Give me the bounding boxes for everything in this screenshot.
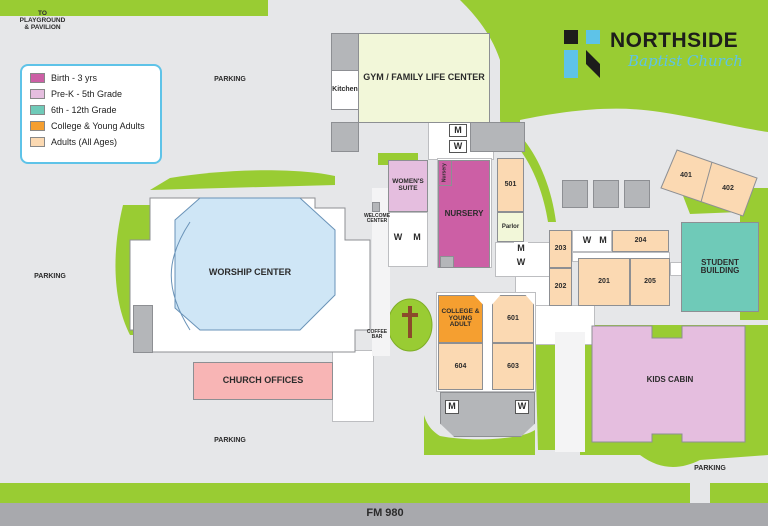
- restroom-men-600: M: [445, 400, 459, 414]
- restroom-women-suite: W: [390, 230, 406, 245]
- legend-item-students: 6th - 12th Grade: [30, 102, 152, 118]
- legend-item-prek: Pre-K - 5th Grade: [30, 86, 152, 102]
- legend-item-adults: Adults (All Ages): [30, 134, 152, 150]
- legend-swatch: [30, 137, 45, 147]
- walkway-south: [332, 350, 374, 422]
- legend-swatch: [30, 105, 45, 115]
- playground-pavilion-label: TO PLAYGROUND & PAVILION: [19, 10, 66, 31]
- legend-item-birth: Birth - 3 yrs: [30, 70, 152, 86]
- worship-center-label: WORSHIP CENTER: [208, 267, 292, 277]
- welcome-center-label: WELCOME CENTER: [363, 213, 391, 225]
- parking-label-south: PARKING: [214, 437, 246, 444]
- kids-cabin-building: [591, 325, 746, 443]
- room-401: 401: [680, 172, 692, 179]
- legend-label: College & Young Adults: [51, 121, 145, 131]
- legend-label: Pre-K - 5th Grade: [51, 89, 123, 99]
- restroom-women-gym: W: [449, 140, 467, 153]
- room-601: 601: [492, 295, 534, 343]
- nursery-annex: [440, 256, 454, 268]
- restroom-women-600: W: [515, 400, 529, 414]
- room-204: 204: [612, 230, 669, 252]
- northside-logo-mark-icon: [564, 30, 600, 78]
- green-south-building: [424, 415, 535, 455]
- road: [0, 503, 768, 526]
- green-south-strip-right: [710, 483, 768, 503]
- womens-suite: WOMEN'S SUITE: [388, 160, 428, 212]
- room-501: 501: [497, 158, 524, 212]
- parlor: Parlor: [497, 212, 524, 242]
- legend-swatch: [30, 89, 45, 99]
- nursery-small-label: Nursery: [441, 163, 448, 183]
- college-young-adult: COLLEGE & YOUNG ADULT: [438, 295, 483, 343]
- room-202: 202: [549, 268, 572, 306]
- gym-family-life-center: GYM / FAMILY LIFE CENTER: [358, 33, 490, 123]
- road-label: FM 980: [366, 507, 404, 519]
- green-strip-mid: [520, 140, 556, 222]
- restroom-men-200: M: [596, 234, 610, 247]
- room-203: 203: [549, 230, 572, 268]
- parking-block-1: [562, 180, 588, 208]
- room-205: 205: [630, 258, 670, 306]
- logo-title: NORTHSIDE: [610, 29, 739, 52]
- walkway-central: [372, 188, 390, 356]
- restroom-men-east: M: [514, 242, 528, 255]
- restroom-men-suite: M: [409, 230, 425, 245]
- legend: Birth - 3 yrs Pre-K - 5th Grade 6th - 12…: [20, 64, 162, 164]
- legend-swatch: [30, 121, 45, 131]
- green-worship-north: [150, 170, 335, 190]
- welcome-center-mark: [372, 202, 380, 212]
- gym-south-annex: [331, 122, 359, 152]
- green-top-right: [460, 0, 768, 150]
- nursery-small-room: [438, 160, 452, 186]
- walkway-south-east: [555, 332, 585, 452]
- logo-subtitle: Baptist Church: [628, 52, 743, 70]
- parking-label-west: PARKING: [34, 273, 66, 280]
- parking-label-south-east: PARKING: [694, 465, 726, 472]
- restroom-women-east: W: [514, 256, 528, 269]
- gym-annex: [331, 33, 359, 73]
- building-600-south: [440, 392, 535, 437]
- building-400: [660, 149, 758, 217]
- room-603: 603: [492, 343, 534, 390]
- worship-annex: [133, 305, 153, 353]
- coffee-bar-label: COFFEE BAR: [366, 329, 388, 341]
- kitchen: Kitchen: [331, 70, 359, 110]
- parking-label-north: PARKING: [214, 76, 246, 83]
- worship-building: [129, 197, 371, 353]
- room-604: 604: [438, 343, 483, 390]
- legend-label: 6th - 12th Grade: [51, 105, 117, 115]
- green-top-left: [0, 0, 268, 16]
- parking-block-3: [624, 180, 650, 208]
- restroom-men-gym: M: [449, 124, 467, 137]
- kids-cabin-label: KIDS CABIN: [646, 375, 694, 384]
- legend-label: Adults (All Ages): [51, 137, 118, 147]
- cross-icon: [402, 306, 418, 338]
- legend-item-college: College & Young Adults: [30, 118, 152, 134]
- room-201: 201: [578, 258, 630, 306]
- legend-label: Birth - 3 yrs: [51, 73, 98, 83]
- parking-block-2: [593, 180, 619, 208]
- legend-swatch: [30, 73, 45, 83]
- room-402: 402: [722, 185, 734, 192]
- worship-sanctuary: [174, 197, 336, 331]
- church-offices: CHURCH OFFICES: [193, 362, 333, 400]
- restroom-women-200: W: [580, 234, 594, 247]
- green-south-strip: [0, 483, 690, 503]
- student-building: STUDENT BUILDING: [681, 222, 759, 312]
- gym-east-annex: [470, 122, 525, 152]
